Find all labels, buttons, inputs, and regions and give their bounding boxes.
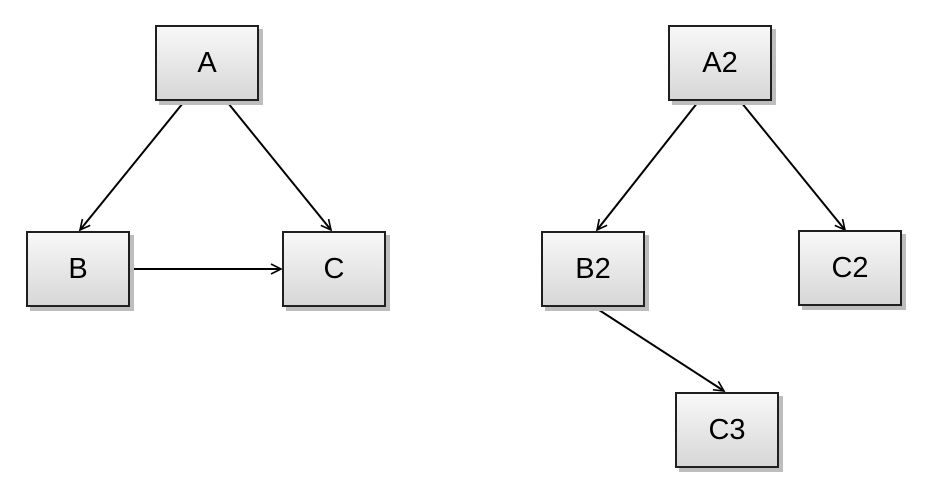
node-C-label: C <box>323 252 345 285</box>
edge-A2-B2 <box>595 101 699 232</box>
node-A: A <box>155 25 259 101</box>
node-C2: C2 <box>798 230 902 306</box>
node-C: C <box>282 231 386 307</box>
node-A-label: A <box>197 46 217 79</box>
node-B-label: B <box>68 252 88 285</box>
node-C3-label: C3 <box>708 413 746 446</box>
node-C2-label: C2 <box>831 251 869 284</box>
edge-B2-C3 <box>595 307 726 392</box>
node-B: B <box>26 231 130 307</box>
node-B2: B2 <box>541 231 645 307</box>
node-B2-label: B2 <box>575 252 611 285</box>
edge-A-C <box>227 102 333 232</box>
edge-A-B <box>78 102 184 232</box>
node-A2-label: A2 <box>702 46 738 79</box>
node-C3: C3 <box>675 392 779 468</box>
node-A2: A2 <box>668 25 772 101</box>
edge-A2-C2 <box>740 101 847 232</box>
